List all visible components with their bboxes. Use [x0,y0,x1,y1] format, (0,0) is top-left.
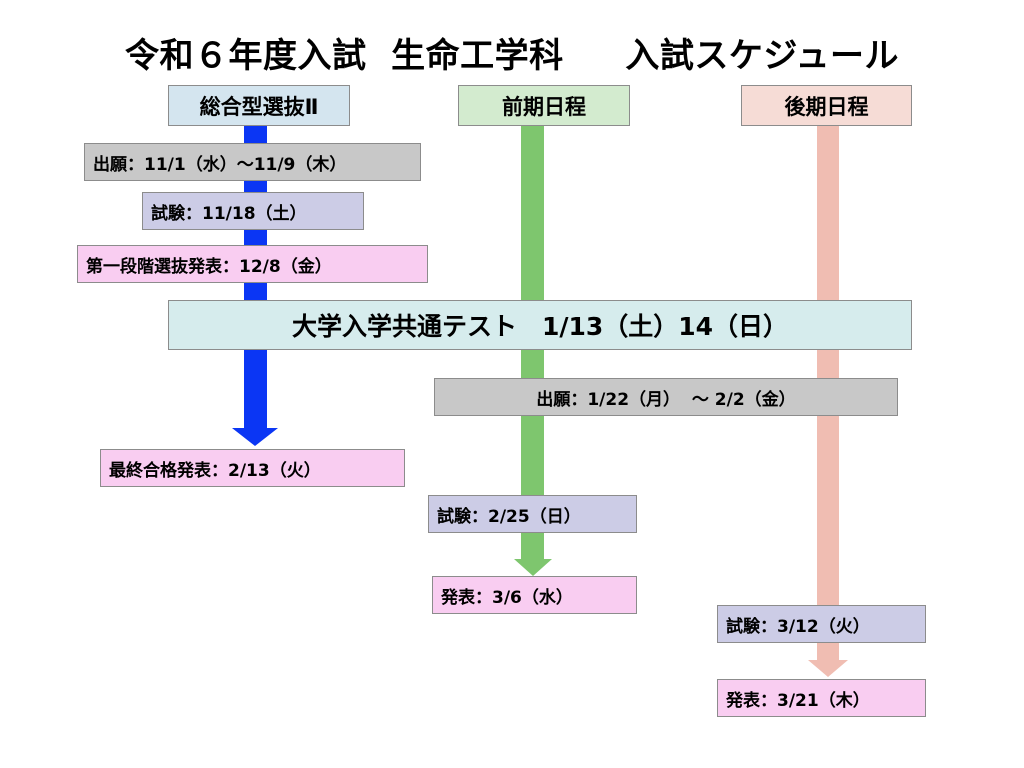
shared-application-box: 出願：1/22（月） ～ 2/2（金） [434,378,898,416]
page-title: 令和６年度入試 生命工学科 入試スケジュール [125,36,899,76]
koki-exam-box: 試験：3/12（火） [717,605,926,643]
sogo-header: 総合型選抜Ⅱ [168,85,350,126]
zenki-announcement-box: 発表：3/6（水） [432,576,637,614]
zenki-header: 前期日程 [458,85,630,126]
sogo-first-stage-box: 第一段階選抜発表：12/8（金） [77,245,428,283]
sogo-application-box: 出願：11/1（水）～11/9（木） [84,143,421,181]
koki-announcement-box: 発表：3/21（木） [717,679,926,717]
sogo-exam-box: 試験：11/18（土） [142,192,364,230]
zenki-exam-box: 試験：2/25（日） [428,495,637,533]
common-test-box: 大学入学共通テスト 1/13（土）14（日） [168,300,912,350]
zenki-arrow-head [514,559,552,576]
sogo-arrow-head [232,428,278,446]
koki-header: 後期日程 [741,85,912,126]
sogo-final-announcement-box: 最終合格発表：2/13（火） [100,449,405,487]
koki-arrow-head [808,660,848,677]
